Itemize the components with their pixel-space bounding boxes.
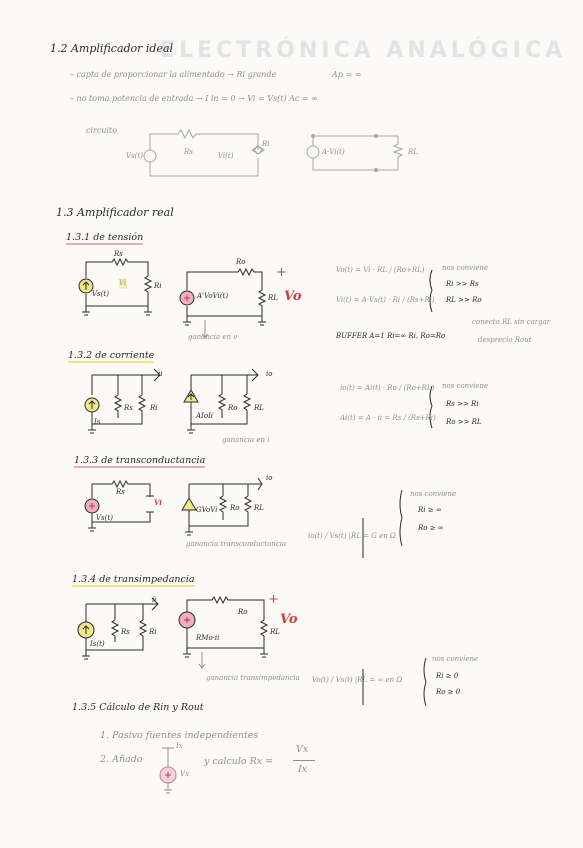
condition-braces [362, 269, 433, 707]
ideal-label-rs: Rs [184, 148, 193, 156]
rin-vx-label: Vx [180, 770, 190, 778]
v-label-vi: Vi [119, 279, 127, 287]
current-amplifier-circuit [84, 368, 259, 434]
r-label-vo: Vo [280, 612, 298, 627]
g-gain-note: ganancia transconductancia [186, 540, 287, 548]
g-label-rs: Rs [116, 488, 125, 496]
v-cond-1: Ri >> Rs [446, 280, 479, 288]
g-label-io: io [266, 474, 273, 482]
r-plus-sign: + [268, 592, 279, 607]
i-label-aioi: AIoIi [196, 412, 214, 420]
rin-frac-den: Ix [298, 764, 308, 775]
i-label-is: Is [94, 418, 101, 426]
section-1-3-title: 1.3 Amplificador real [56, 206, 174, 219]
i-conviene: nos conviene [442, 382, 489, 390]
v-label-vo: Vo [284, 289, 302, 304]
i-label-ro: Ro [228, 404, 238, 412]
g-label-ro: Ro [230, 504, 240, 512]
i-label-ri: Ri [150, 404, 158, 412]
v-conviene: nos conviene [442, 264, 489, 272]
v-side-note-2: desprecio Rout [478, 336, 532, 344]
rin-frac-num: Vx [296, 744, 309, 755]
v-label-rl: RL [268, 294, 278, 302]
i-label-ii: ii [158, 370, 163, 378]
ideal-bullet-1-eq: Ap = ∞ [332, 70, 362, 79]
section-1-3-4-title: 1.3.4 de transimpedancia [72, 574, 195, 587]
ideal-bullet-1: – capta de proporcionar la alimentado → … [70, 70, 277, 79]
v-eq-2: Vi(t) = A·Vs(t) · Ri / (Rs+Ri) [336, 296, 435, 304]
r-label-ii: ii [152, 596, 157, 604]
v-side-note-1: conecto RL sin cargar [472, 318, 551, 326]
rin-frac-bar [293, 760, 315, 761]
i-eq-2: Ai(t) = A · ii = Rs / (Rs+Ri) [340, 414, 436, 422]
section-1-2-title: 1.2 Amplificador ideal [50, 42, 174, 55]
i-eq-1: io(t) = Ai(t) · Ro / (Ro+RL) [340, 384, 435, 392]
g-cond-1: Ri ≥ ∞ [418, 506, 442, 514]
g-label-gvo: GVoVi [196, 506, 218, 514]
transconductance-amplifier-circuit [84, 477, 263, 536]
ideal-circuit-label: circuito [86, 126, 118, 135]
i-label-io: io [266, 370, 273, 378]
g-label-vs: Vs(t) [96, 514, 113, 522]
r-label-ri: Ri [149, 628, 157, 636]
ideal-label-avi: A·Vi(t) [322, 148, 345, 156]
g-conviene: nos conviene [410, 490, 457, 498]
r-eq: Vo(t) / Vs(t) |RL = ∞ en Ω [312, 676, 403, 684]
r-gain-note: ganancia transimpedancia [206, 674, 300, 682]
section-1-3-2-title: 1.3.2 de corriente [68, 350, 155, 363]
r-conviene: nos conviene [432, 655, 479, 663]
i-label-rl: RL [254, 404, 264, 412]
rin-step-2: 2. Añado [100, 754, 143, 765]
r-label-is: Is(t) [90, 640, 105, 648]
r-label-rl: RL [270, 628, 280, 636]
rin-step-1: 1. Pasivo fuentes independientes [100, 730, 259, 741]
v-label-ro: Ro [236, 258, 246, 266]
ideal-label-vi: Vi(t) [218, 152, 234, 160]
r-cond-2: Ro ≥ 0 [436, 688, 461, 696]
watermark: ELECTRÓNICA ANALÓGICA [160, 38, 567, 63]
i-cond-2: Ro >> RL [446, 418, 482, 426]
ideal-amplifier-circuit [143, 128, 404, 177]
i-gain-note: ganancia en i [222, 436, 270, 444]
v-label-ri: Ri [154, 282, 162, 290]
transimpedance-amplifier-circuit [77, 595, 269, 669]
r-cond-1: Ri ≥ 0 [436, 672, 459, 680]
v-eq-1: Vo(t) = Vi · RL / (Ro+RL) [336, 266, 425, 274]
g-label-vi: Vi [154, 498, 162, 507]
v-plus-sign: + [276, 265, 287, 280]
v-gain-note: ganancia en v [188, 333, 238, 341]
i-cond-1: Rs >> Ri [446, 400, 479, 408]
ideal-label-ri: Ri [262, 140, 270, 148]
v-label-avo: A'VoVi(t) [197, 292, 229, 300]
rin-calc-text: y calculo Rx = [204, 756, 274, 767]
v-buffer: BUFFER A=1 Ri=∞ Ri, Ro=Ro [336, 332, 446, 340]
r-label-ro: Ro [238, 608, 248, 616]
ideal-label-rl: RL [408, 148, 418, 156]
g-label-rl: RL [254, 504, 264, 512]
i-label-rs: Rs [124, 404, 133, 412]
v-label-vs: Vs(t) [92, 290, 109, 298]
r-label-rmo: RMo·ii [196, 634, 220, 642]
section-1-3-1-title: 1.3.1 de tensión [66, 232, 144, 245]
test-source-drawing [159, 747, 177, 794]
r-label-rs: Rs [121, 628, 130, 636]
g-cond-2: Ro ≥ ∞ [418, 524, 444, 532]
v-label-rs: Rs [114, 250, 123, 258]
ideal-bullet-2: – no toma potencia de entrada → I in = 0… [70, 94, 318, 103]
rin-ix-label: Ix [176, 742, 183, 750]
section-1-3-5-title: 1.3.5 Cálculo de Rin y Rout [72, 702, 204, 713]
section-1-3-3-title: 1.3.3 de transconductancia [74, 455, 206, 468]
voltage-amplifier-circuit [78, 257, 267, 339]
v-cond-2: RL >> Ro [446, 296, 482, 304]
ideal-label-vs: Vs(t) [126, 152, 143, 160]
g-eq: io(t) / Vs(t) |RL = G en Ω [308, 532, 396, 540]
